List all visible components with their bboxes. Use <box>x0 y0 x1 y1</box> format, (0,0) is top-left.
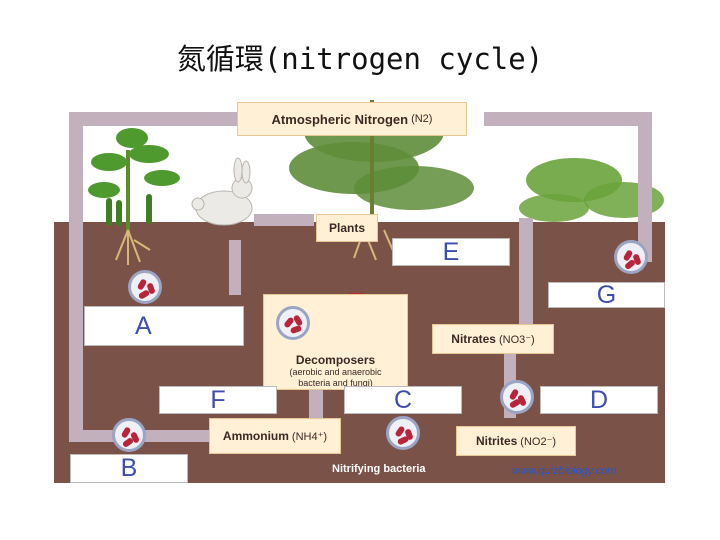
bacteria-icon-b <box>112 418 146 452</box>
blank-c[interactable]: C <box>344 386 462 414</box>
ammonium-formula: (NH4⁺) <box>291 430 328 443</box>
arrow-nitrate-up <box>519 218 533 328</box>
bacteria-icon-a <box>128 270 162 304</box>
blank-e-letter: E <box>442 237 460 266</box>
nitrites-formula: (NO2⁻) <box>520 435 557 448</box>
decomposers-note-1: (aerobic and anaerobic <box>289 367 382 377</box>
arrow-top-right <box>484 112 652 126</box>
blank-a-letter: A <box>135 311 152 340</box>
blank-f[interactable]: F <box>159 386 277 414</box>
arrow-top-left <box>69 112 237 126</box>
decomposers-label: Decomposers <box>295 353 376 367</box>
bean-plant <box>88 128 180 235</box>
arrow-left-up <box>69 112 83 432</box>
arrow-right-down <box>638 112 652 262</box>
source-credit: www.quizbiology.com <box>512 465 617 477</box>
rabbit <box>191 157 253 226</box>
bacteria-icon-g <box>614 240 648 274</box>
arrow-plants-down <box>229 240 241 295</box>
plants-box: Plants <box>316 214 378 242</box>
blank-b-letter: B <box>120 454 138 482</box>
arrow-decomp-down <box>309 388 323 418</box>
atmospheric-nitrogen-formula: (N2) <box>411 113 433 125</box>
nitrifying-bacteria-caption: Nitrifying bacteria <box>332 463 426 475</box>
bacteria-icon-d <box>500 380 534 414</box>
nitrates-label: Nitrates <box>451 332 496 346</box>
blank-d[interactable]: D <box>540 386 658 414</box>
atmospheric-nitrogen-label: Atmospheric Nitrogen <box>271 111 409 127</box>
blank-g-letter: G <box>596 280 617 309</box>
blank-f-letter: F <box>210 385 226 414</box>
ammonium-label: Ammonium <box>222 429 289 443</box>
blank-d-letter: D <box>589 385 609 414</box>
atmospheric-nitrogen-box: Atmospheric Nitrogen (N2) <box>237 102 467 136</box>
slide-title: 氮循環(nitrogen cycle) <box>176 42 544 76</box>
ammonium-box: Ammonium (NH4⁺) <box>209 418 341 454</box>
nitrogen-cycle-diagram: Atmospheric Nitrogen (N2) Plants Decompo… <box>54 90 665 483</box>
arrow-plants-left <box>254 214 314 226</box>
nitrates-formula: (NO3⁻) <box>498 333 535 346</box>
blank-b[interactable]: B <box>70 454 188 483</box>
decomposers-note-2: bacteria and fungi) <box>298 378 373 388</box>
plants-label: Plants <box>328 221 365 235</box>
blank-a[interactable]: A <box>84 306 244 346</box>
nitrites-label: Nitrites <box>475 434 518 448</box>
blank-c-letter: C <box>393 385 413 414</box>
nitrites-box: Nitrites (NO2⁻) <box>456 426 576 456</box>
nitrates-box: Nitrates (NO3⁻) <box>432 324 554 354</box>
blank-e[interactable]: E <box>392 238 510 266</box>
bacteria-icon-decomposers <box>276 306 310 340</box>
bacteria-icon-c <box>386 416 420 450</box>
blank-g[interactable]: G <box>548 280 665 309</box>
